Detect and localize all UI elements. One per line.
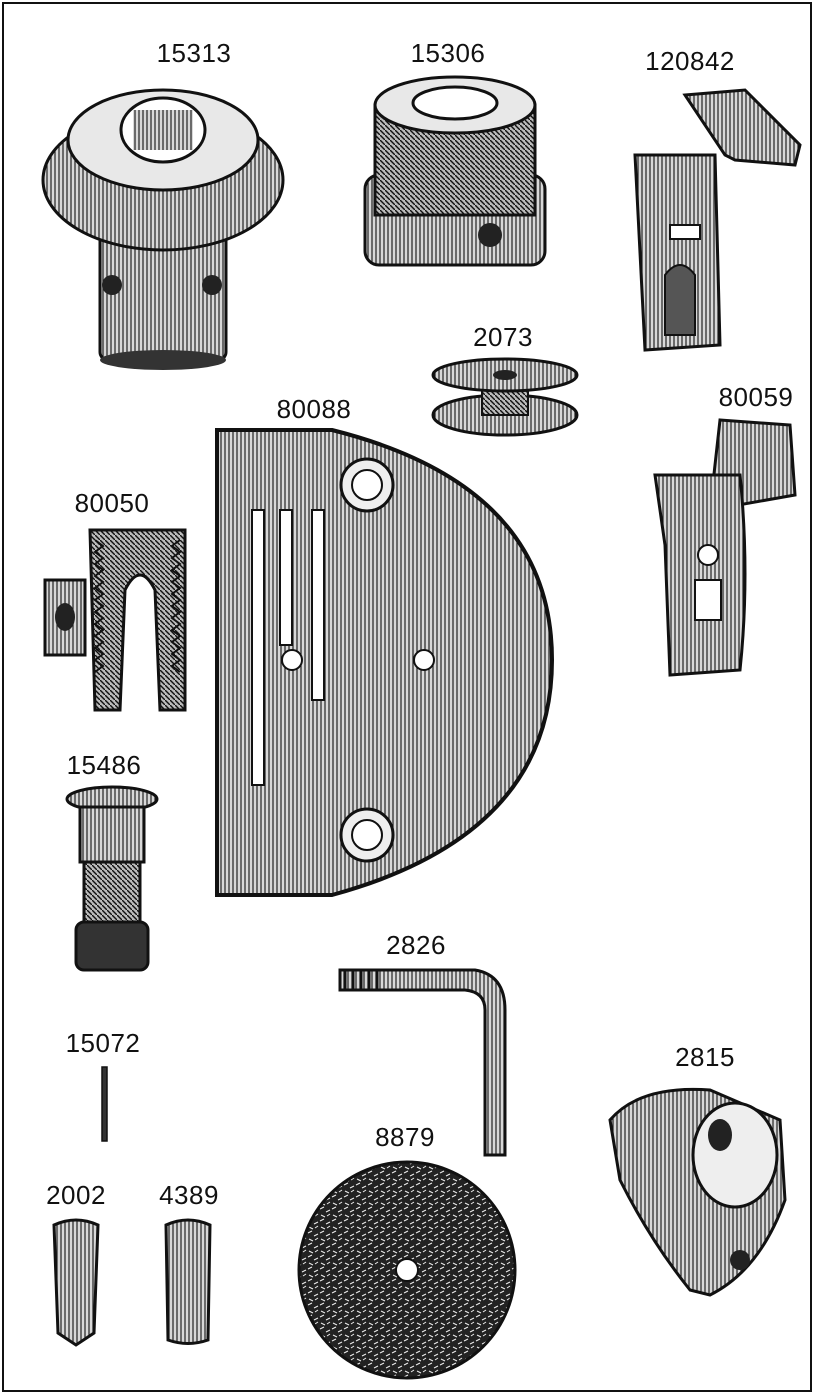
- part-80088-label: 80088: [276, 394, 352, 424]
- part-15306-illustration: [363, 75, 547, 267]
- part-120842-illustration: [633, 88, 802, 352]
- part-15072-label: 15072: [65, 1028, 141, 1058]
- part-2815-illustration: [608, 1087, 787, 1297]
- part-80088-illustration: [215, 428, 555, 897]
- part-2815-label: 2815: [675, 1042, 735, 1072]
- part-80050-label: 80050: [74, 488, 150, 518]
- part-8879-illustration: [297, 1160, 517, 1380]
- part-2002-label: 2002: [46, 1180, 106, 1210]
- part-4389-illustration: [164, 1218, 212, 1345]
- part-2073-illustration: [431, 357, 579, 437]
- part-15072-illustration: [101, 1066, 108, 1142]
- part-80059-label: 80059: [718, 382, 794, 412]
- part-15486-label: 15486: [66, 750, 142, 780]
- part-2826-illustration: [338, 968, 507, 1157]
- part-2826-label: 2826: [386, 930, 446, 960]
- part-15306-label: 15306: [410, 38, 486, 68]
- part-15313-label: 15313: [156, 38, 232, 68]
- part-8879-label: 8879: [375, 1122, 435, 1152]
- part-2002-illustration: [52, 1218, 100, 1347]
- part-120842-label: 120842: [645, 46, 735, 76]
- part-4389-label: 4389: [159, 1180, 219, 1210]
- part-15313-illustration: [41, 88, 285, 370]
- part-80050-illustration: [43, 528, 187, 712]
- part-2073-label: 2073: [473, 322, 533, 352]
- part-15486-illustration: [65, 785, 159, 972]
- part-80059-illustration: [653, 418, 797, 677]
